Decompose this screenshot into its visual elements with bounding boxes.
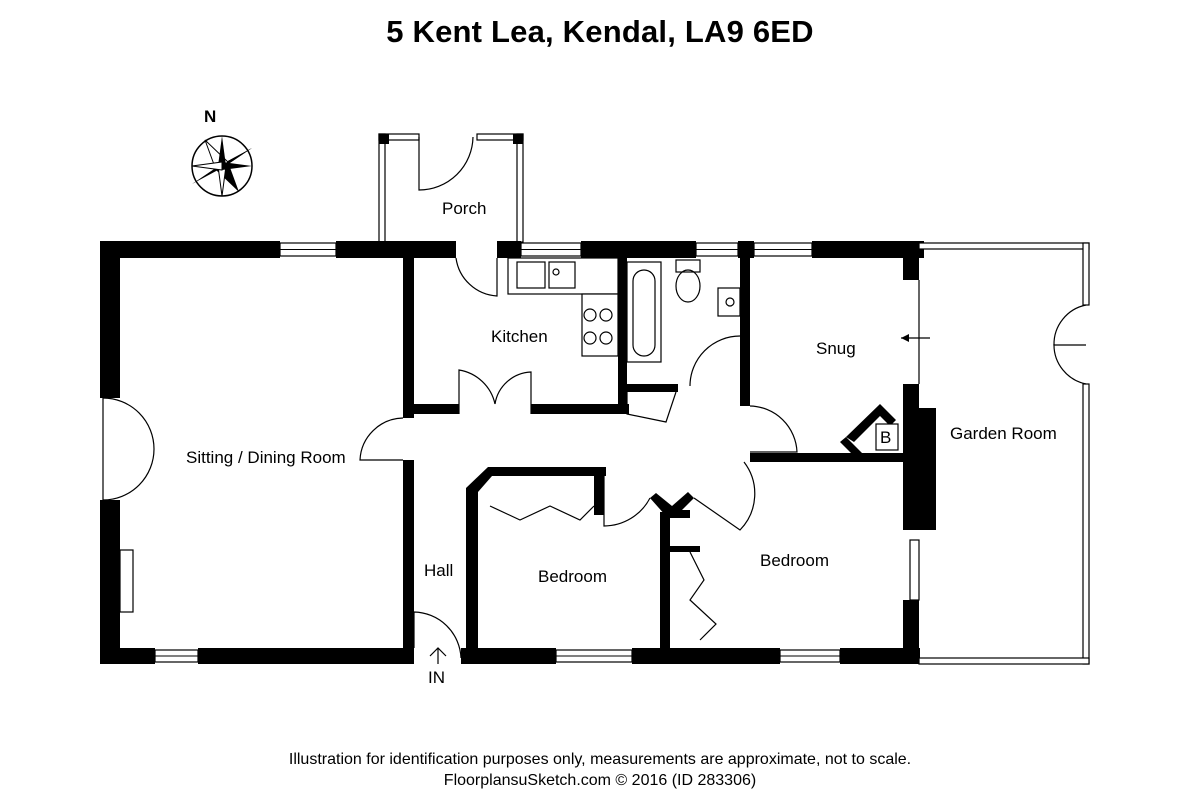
compass-north-label: N [204,107,216,126]
room-label-bedroom-1: Bedroom [538,567,607,586]
exterior-walls [100,241,924,664]
doors [359,405,798,664]
room-label-sitting-dining: Sitting / Dining Room [186,448,346,467]
windows [119,242,841,663]
footer: Illustration for identification purposes… [0,749,1200,791]
kitchen-fittings [455,257,619,414]
room-label-snug: Snug [816,339,856,358]
porch-structure [378,133,524,243]
credit-text: FloorplansuSketch.com © 2016 (ID 283306) [443,772,757,789]
room-label-kitchen: Kitchen [491,327,548,346]
room-label-garden-room: Garden Room [950,424,1057,443]
entrance-label: IN [428,668,445,687]
boiler-cupboard: B [875,423,899,451]
boiler-label: B [880,428,891,447]
garden-room-glazing [901,242,1090,665]
bathroom-fittings [626,259,741,423]
plan-title: 5 Kent Lea, Kendal, LA9 6ED [386,14,814,49]
interior-walls [403,258,936,664]
compass-rose-icon: N [191,107,253,197]
room-label-bedroom-2: Bedroom [760,551,829,570]
room-label-porch: Porch [442,199,486,218]
french-doors-sitting [102,397,155,501]
disclaimer-text: Illustration for identification purposes… [288,751,912,768]
room-label-hall: Hall [424,561,453,580]
